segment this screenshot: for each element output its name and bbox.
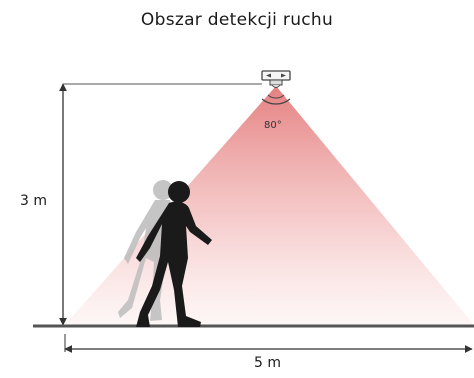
person-walking-icon — [136, 181, 212, 327]
width-label: 5 m — [254, 355, 281, 371]
angle-arc — [261, 98, 291, 105]
angle-arc-inner — [267, 94, 285, 99]
diagram-title: Obszar detekcji ruchu — [140, 10, 334, 30]
person-shadow — [118, 180, 174, 321]
detection-cone — [65, 86, 474, 325]
motion-sensor-icon — [261, 70, 291, 88]
height-label: 3 m — [20, 193, 47, 209]
angle-label: 80° — [264, 120, 282, 131]
